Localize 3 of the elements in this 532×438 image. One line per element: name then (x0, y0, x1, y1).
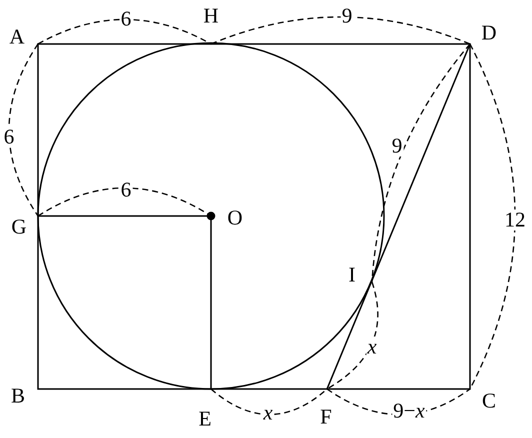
dimension-label: 12 (504, 210, 526, 230)
dimension-label: 9 (390, 136, 404, 156)
dimension-label: x (366, 336, 378, 358)
